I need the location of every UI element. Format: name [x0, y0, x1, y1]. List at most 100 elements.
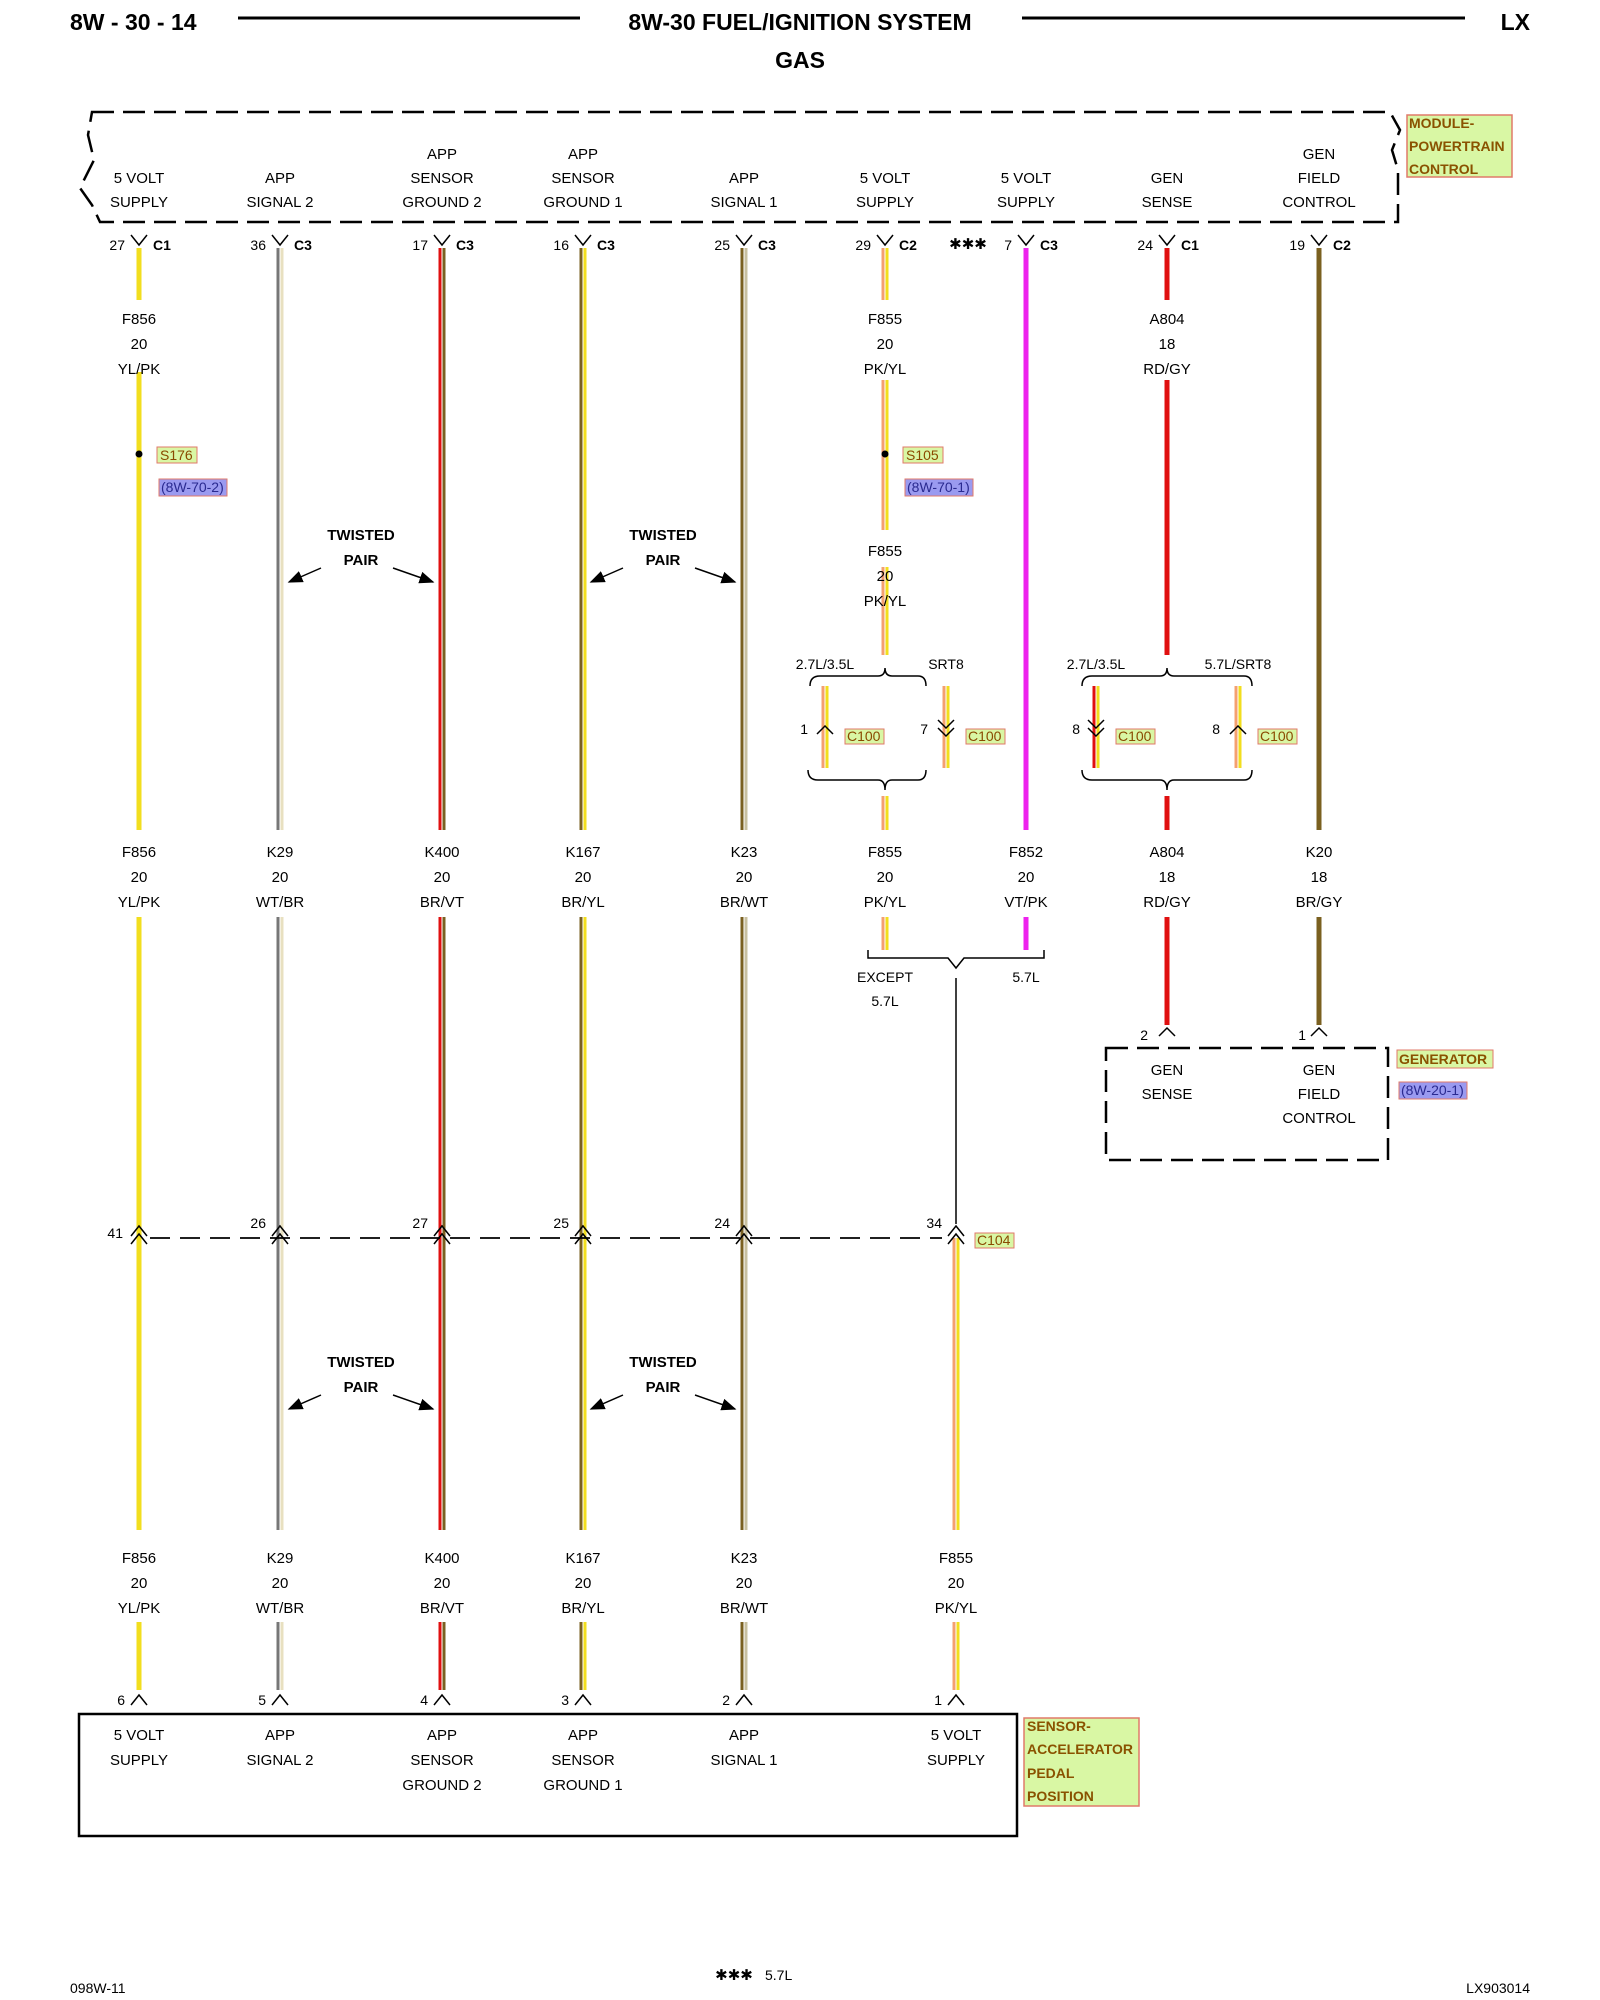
app-sensor-pin-label: SENSOR	[410, 1752, 474, 1769]
app-sensor-pin-label: APP	[568, 1727, 598, 1744]
wire-label-bottom: BR/VT	[420, 1600, 464, 1617]
c100-name: C100	[968, 728, 1002, 744]
pcm-connector-name: C1	[153, 237, 171, 253]
sensor-terminal	[130, 1693, 148, 1706]
a804-option-split: 2.7L/3.5L 5.7L/SRT8	[1067, 656, 1272, 791]
pcm-module: MODULE- POWERTRAIN CONTROL	[78, 110, 1513, 224]
wire-label-bottom: 20	[948, 1575, 965, 1592]
splice-s105[interactable]: S105 (8W-70-1)	[881, 446, 974, 497]
generator-label-box[interactable]	[1396, 1049, 1494, 1069]
pcm-pin-number: 29	[855, 237, 871, 253]
c104-name: C104	[977, 1232, 1011, 1248]
app-sensor-pin-label: GROUND 2	[402, 1777, 481, 1794]
twisted-arrow-left	[287, 567, 322, 583]
generator-ref[interactable]: (8W-20-1)	[1401, 1082, 1464, 1098]
app-sensor-pin-label: SENSOR	[551, 1752, 615, 1769]
wire-label-mid: K23	[731, 844, 758, 861]
wire-group	[136, 248, 1322, 1690]
c100-pin-number: 8	[1212, 721, 1220, 737]
wire-label-mid: 20	[272, 869, 289, 886]
app-sensor-label-box[interactable]	[1023, 1717, 1140, 1807]
pcm-pin-label: 5 VOLT	[1001, 170, 1052, 187]
twisted-label: PAIR	[344, 552, 379, 569]
app-sensor-pin-label: SUPPLY	[110, 1752, 168, 1769]
c100-label-box[interactable]	[965, 728, 1006, 745]
twisted-arrow-right	[694, 567, 737, 584]
page-header: 8W - 30 - 14 8W-30 FUEL/IGNITION SYSTEM …	[70, 9, 1531, 73]
pcm-label-box[interactable]	[1406, 114, 1513, 178]
sensor-terminal	[271, 1693, 289, 1706]
app-sensor-pin-label: GROUND 1	[543, 1777, 622, 1794]
wire-label-mid: K20	[1306, 844, 1333, 861]
app-sensor-pin-number: 5	[258, 1692, 266, 1708]
pcm-pin-label: 5 VOLT	[860, 170, 911, 187]
wire-label-bottom: BR/WT	[720, 1600, 768, 1617]
vehicle-code: LX	[1501, 9, 1531, 35]
f855-f852-merge: EXCEPT 5.7L 5.7L	[857, 950, 1045, 1224]
wire-label-top: A804	[1149, 311, 1184, 328]
pcm-connector-name: C3	[597, 237, 615, 253]
c104-terminal	[433, 1224, 451, 1245]
c100-label-box[interactable]	[1115, 728, 1156, 745]
wire-label-top: PK/YL	[864, 361, 907, 378]
pcm-connector-name: C2	[899, 237, 917, 253]
gen-pin-2-label-1: GEN	[1151, 1062, 1184, 1079]
splice-s176[interactable]: S176 (8W-70-2)	[135, 446, 228, 497]
app-sensor-name-4: POSITION	[1027, 1788, 1094, 1804]
pcm-pin-label: SUPPLY	[856, 194, 914, 211]
wire-label-mid: 18	[1159, 869, 1176, 886]
twisted-pair-group: TWISTEDPAIRTWISTEDPAIRTWISTEDPAIRTWISTED…	[287, 527, 737, 1411]
wire-label-bottom: BR/YL	[561, 1600, 604, 1617]
splice-s105-ref[interactable]: (8W-70-1)	[907, 479, 970, 495]
a804-option-left: 2.7L/3.5L	[1067, 656, 1126, 672]
gen-pin-1-label-2: FIELD	[1298, 1086, 1341, 1103]
pcm-pin-number: 16	[553, 237, 569, 253]
c100-terminal	[1087, 719, 1105, 738]
c100-pin-number: 8	[1072, 721, 1080, 737]
f855-option-left: 2.7L/3.5L	[796, 656, 855, 672]
except-label-2: 5.7L	[871, 993, 898, 1009]
terminal-mark	[433, 234, 451, 247]
twisted-arrow-right	[392, 567, 435, 584]
wire-label-f855-mid: F855	[868, 543, 902, 560]
pcm-pin-label: APP	[568, 146, 598, 163]
c100-terminal	[1229, 724, 1247, 735]
c100-label-box[interactable]	[844, 728, 885, 745]
terminal-mark	[1017, 234, 1035, 247]
c100-pin-number: 1	[800, 721, 808, 737]
wire-label-mid: 20	[575, 869, 592, 886]
wire-label-bottom: F855	[939, 1550, 973, 1567]
twisted-arrow-left	[589, 567, 624, 583]
pcm-pin-label: SENSOR	[410, 170, 474, 187]
wire-label-bottom: F856	[122, 1550, 156, 1567]
wire-label-top: 20	[877, 336, 894, 353]
app-sensor-pin-number: 1	[934, 1692, 942, 1708]
wire-label-f855-mid: 20	[877, 568, 894, 585]
pcm-name-2: POWERTRAIN	[1409, 138, 1505, 154]
wire-label-mid: PK/YL	[864, 894, 907, 911]
terminal-mark	[1310, 234, 1328, 247]
wire-label-bottom: K23	[731, 1550, 758, 1567]
app-sensor-pin-label: SUPPLY	[927, 1752, 985, 1769]
splice-s176-ref[interactable]: (8W-70-2)	[161, 479, 224, 495]
wire-label-mid: BR/YL	[561, 894, 604, 911]
pcm-connector-name: C3	[1040, 237, 1058, 253]
wire-label-f855-mid: PK/YL	[864, 593, 907, 610]
f855-option-split: 2.7L/3.5L SRT8	[796, 656, 964, 791]
pcm-pin-label: SUPPLY	[997, 194, 1055, 211]
pcm-pin-number: 19	[1289, 237, 1305, 253]
gen-pin-1-label-3: CONTROL	[1282, 1110, 1355, 1127]
c100-label-box[interactable]	[1257, 728, 1298, 745]
terminal-mark	[130, 234, 148, 247]
wire-label-mid: BR/GY	[1296, 894, 1343, 911]
wire-label-bottom: K29	[267, 1550, 294, 1567]
